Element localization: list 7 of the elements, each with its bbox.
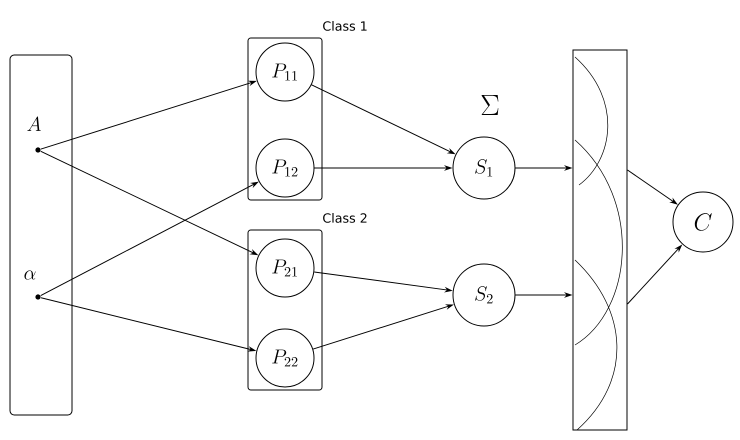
point-label: $A$ [27, 116, 41, 131]
point-label: $\alpha$ [24, 270, 36, 280]
node-label: Class 1 [323, 21, 367, 31]
distribution-box [572, 50, 628, 430]
sum-symbol: $\Sigma$ [482, 95, 498, 115]
node-label: Class 2 [323, 213, 366, 223]
input-panel [10, 54, 72, 416]
